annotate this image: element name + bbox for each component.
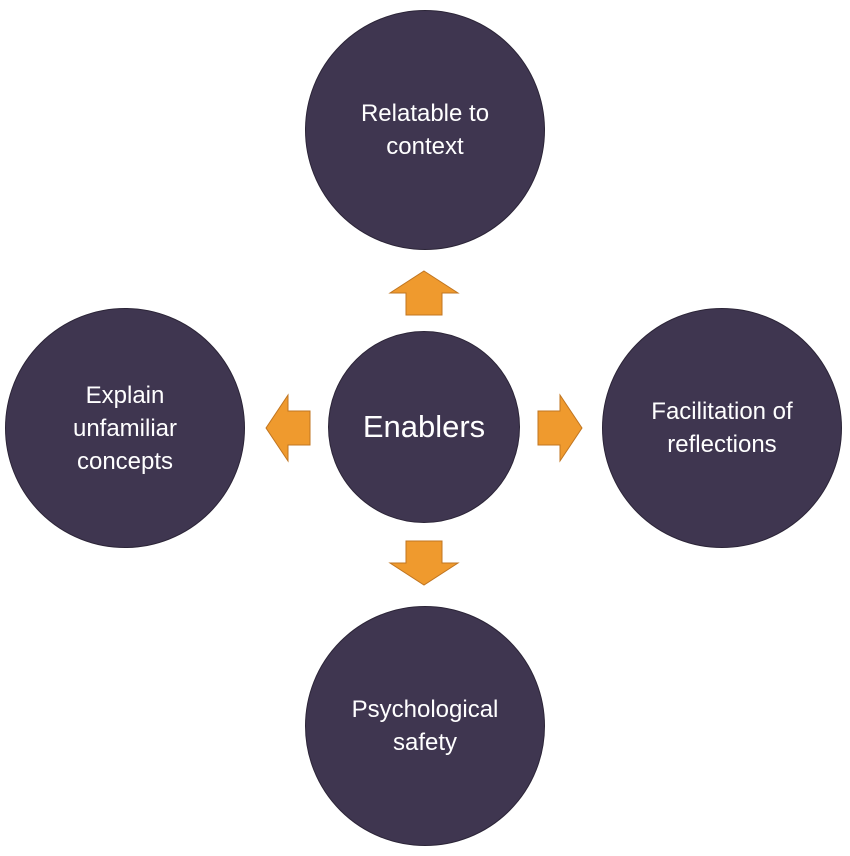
arrow-right-icon <box>537 393 583 463</box>
node-relatable-to-context: Relatable to context <box>305 10 545 250</box>
arrow-left-icon <box>265 393 311 463</box>
center-label: Enablers <box>362 409 486 444</box>
node-label-left: Explain unfamiliar concepts <box>72 381 178 475</box>
arrow-up-icon <box>388 270 460 316</box>
arrow-down-icon <box>388 540 460 586</box>
node-enablers-center: Enablers <box>328 331 520 523</box>
node-explain-unfamiliar-concepts: Explain unfamiliar concepts <box>5 308 245 548</box>
node-facilitation-of-reflections: Facilitation of reflections <box>602 308 842 548</box>
node-psychological-safety: Psychological safety <box>305 606 545 846</box>
node-label-right: Facilitation of reflections <box>651 398 793 458</box>
node-label-top: Relatable to context <box>360 100 490 160</box>
node-label-bottom: Psychological safety <box>351 696 499 756</box>
